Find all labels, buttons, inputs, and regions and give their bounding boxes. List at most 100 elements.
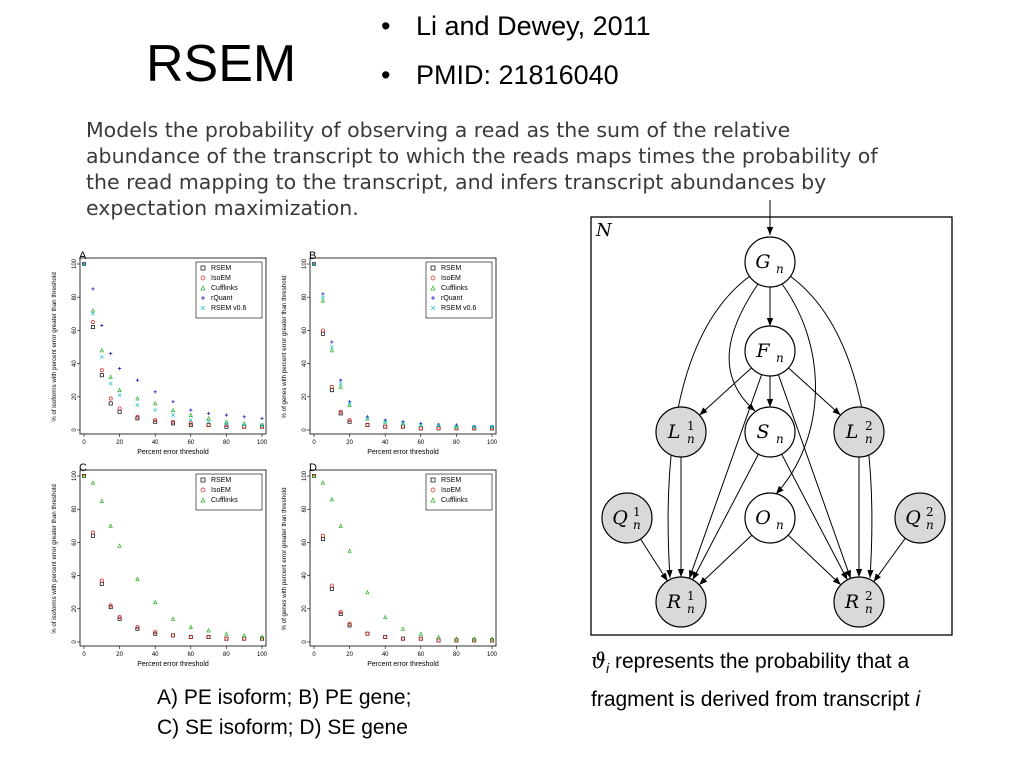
theta-body: represents the probability that a fragme… — [591, 650, 916, 712]
x-tick-label: 40 — [382, 440, 389, 446]
node-subscript: n — [776, 351, 784, 365]
y-tick-label: 60 — [302, 326, 308, 333]
data-point — [153, 418, 158, 422]
caption-line: C) SE isoform; D) SE gene — [157, 716, 408, 739]
data-point — [338, 411, 343, 416]
x-axis-label: Percent error threshold — [367, 661, 439, 668]
node-subscript: n — [776, 262, 784, 276]
node-circle — [744, 325, 796, 377]
data-point — [338, 409, 343, 414]
data-point — [329, 345, 334, 349]
data-point — [90, 308, 96, 313]
y-tick-label: 40 — [302, 572, 308, 579]
data-point — [347, 621, 352, 626]
edge-f-r2 — [777, 374, 852, 579]
theta-subscript: i — [606, 660, 610, 677]
legend-label: Cufflinks — [211, 497, 238, 504]
x-tick-label: 20 — [116, 652, 123, 658]
legend-label: Cufflinks — [441, 285, 468, 292]
edge-f-l2 — [788, 367, 841, 416]
y-tick-label: 20 — [72, 605, 78, 612]
y-tick-label: 80 — [302, 293, 308, 300]
legend-label: RSEM v0.6 — [441, 305, 477, 312]
node-circle — [833, 576, 885, 628]
legend-label: IsoEM — [211, 487, 231, 494]
legend-marker — [430, 487, 436, 493]
data-point — [383, 635, 388, 639]
figure-caption: A) PE isoform; B) PE gene; C) SE isoform… — [157, 683, 411, 743]
legend-label: RSEM — [441, 477, 461, 484]
data-point — [188, 624, 193, 630]
node-circle — [744, 406, 796, 458]
legend-marker — [430, 275, 436, 281]
y-tick-label: 60 — [72, 538, 78, 545]
data-point — [400, 420, 406, 426]
data-point — [135, 414, 140, 419]
x-tick-label: 60 — [417, 440, 424, 446]
x-tick-label: 0 — [82, 652, 86, 658]
y-tick-label: 40 — [72, 360, 78, 367]
data-point — [311, 473, 317, 478]
data-point — [108, 603, 113, 608]
data-point — [365, 415, 370, 421]
data-point — [383, 424, 388, 429]
data-point — [99, 498, 104, 503]
legend-label: IsoEM — [211, 275, 231, 282]
data-point — [109, 352, 113, 356]
data-point — [321, 292, 325, 296]
plot-frame — [309, 257, 497, 435]
data-point — [188, 412, 193, 418]
edge-s-r2 — [781, 453, 848, 581]
data-point — [171, 633, 175, 638]
data-point — [188, 423, 193, 427]
data-point — [365, 589, 370, 595]
data-point — [401, 421, 405, 426]
legend-marker — [200, 477, 206, 483]
data-point — [108, 401, 113, 406]
node-label: Q — [612, 507, 628, 529]
data-point — [454, 636, 459, 641]
data-point — [242, 636, 247, 641]
data-point — [329, 347, 334, 353]
legend-marker — [200, 285, 206, 291]
data-point — [321, 295, 325, 300]
legend-label: Cufflinks — [211, 285, 238, 292]
legend-marker — [431, 296, 435, 300]
node-subscript: n — [865, 432, 873, 446]
legend-marker — [200, 305, 206, 311]
data-point — [400, 626, 406, 631]
legend-box — [425, 473, 493, 511]
plate-box — [590, 216, 953, 636]
data-point — [338, 523, 343, 528]
data-point — [207, 411, 211, 415]
data-point — [117, 616, 122, 621]
data-point — [454, 424, 459, 429]
data-point — [329, 388, 334, 393]
x-tick-label: 80 — [453, 652, 460, 658]
x-tick-label: 60 — [417, 652, 424, 658]
data-point — [135, 416, 140, 421]
node-circle — [833, 406, 885, 458]
data-point — [224, 421, 229, 426]
series-cufflinks — [81, 473, 265, 639]
data-point — [320, 328, 325, 333]
y-tick-label: 0 — [302, 640, 308, 644]
data-point — [224, 424, 229, 429]
data-point — [188, 421, 193, 426]
data-point — [153, 408, 158, 412]
data-point — [81, 473, 87, 478]
data-point — [401, 636, 405, 641]
reference-text: Li and Dewey, 2011 — [416, 11, 651, 41]
edge-o-r1 — [698, 534, 753, 586]
edge-g-r2 — [789, 275, 874, 579]
data-point — [153, 390, 157, 394]
data-point — [320, 537, 325, 542]
y-tick-label: 100 — [72, 470, 78, 481]
y-tick-label: 80 — [302, 505, 308, 512]
x-tick-label: 60 — [187, 440, 194, 446]
